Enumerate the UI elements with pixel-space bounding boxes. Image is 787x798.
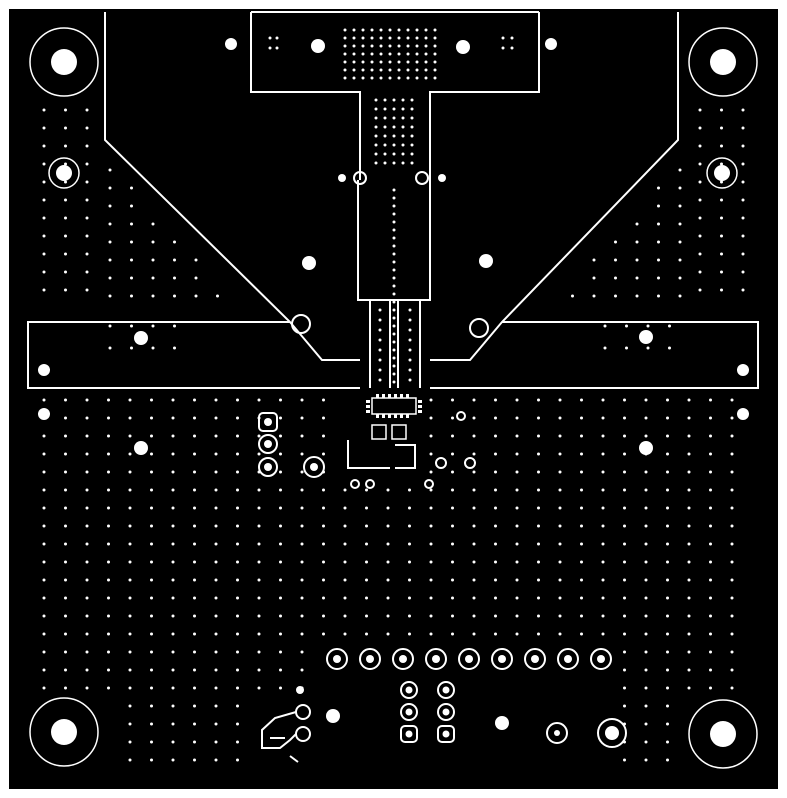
board-outline xyxy=(7,7,780,791)
header-top-row xyxy=(326,648,612,670)
header-bottom-pairs xyxy=(400,681,455,743)
ic-footprint xyxy=(366,394,422,440)
header-left-column xyxy=(258,412,278,477)
mounting-holes xyxy=(29,27,758,769)
mounting-hole-tl xyxy=(29,27,99,97)
mounting-hole-bl xyxy=(29,697,99,767)
copper-pour-outlines xyxy=(27,11,759,469)
mounting-hole-tr xyxy=(688,27,758,97)
via-field xyxy=(42,28,745,762)
ringed-pads xyxy=(291,171,627,748)
mounting-hole-br xyxy=(688,699,758,769)
plated-holes xyxy=(38,38,749,730)
small-connector xyxy=(261,704,311,763)
